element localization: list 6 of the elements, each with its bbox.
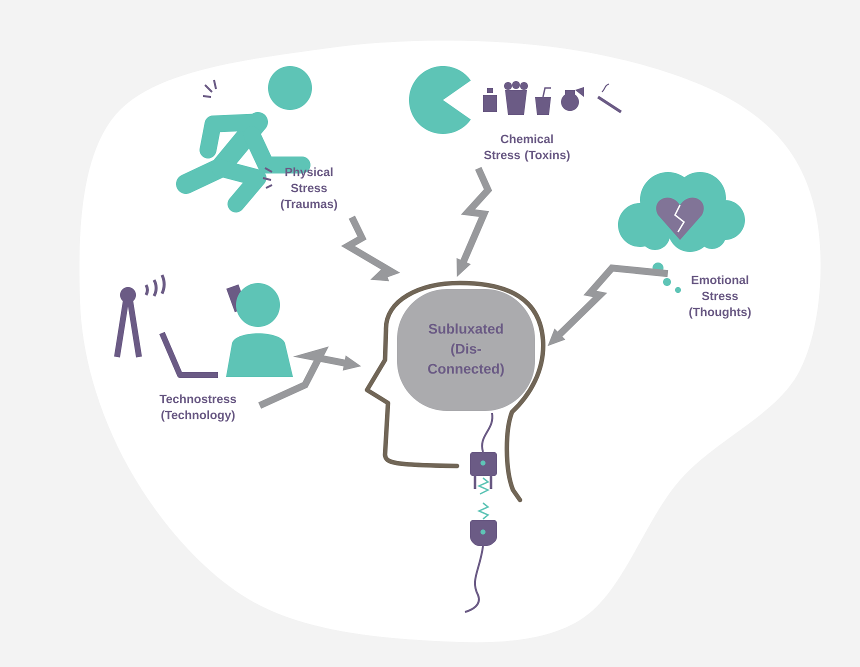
- lightning-bolt: [341, 216, 400, 282]
- stress-label: Emotional Stress (Thoughts): [689, 275, 751, 319]
- stress-label: Physical Stress (Traumas): [280, 167, 338, 211]
- stress-label: Technostress (Technology): [160, 394, 236, 422]
- head-outline: [364, 280, 546, 502]
- stress-label: Chemical Stress (Toxins): [484, 134, 570, 162]
